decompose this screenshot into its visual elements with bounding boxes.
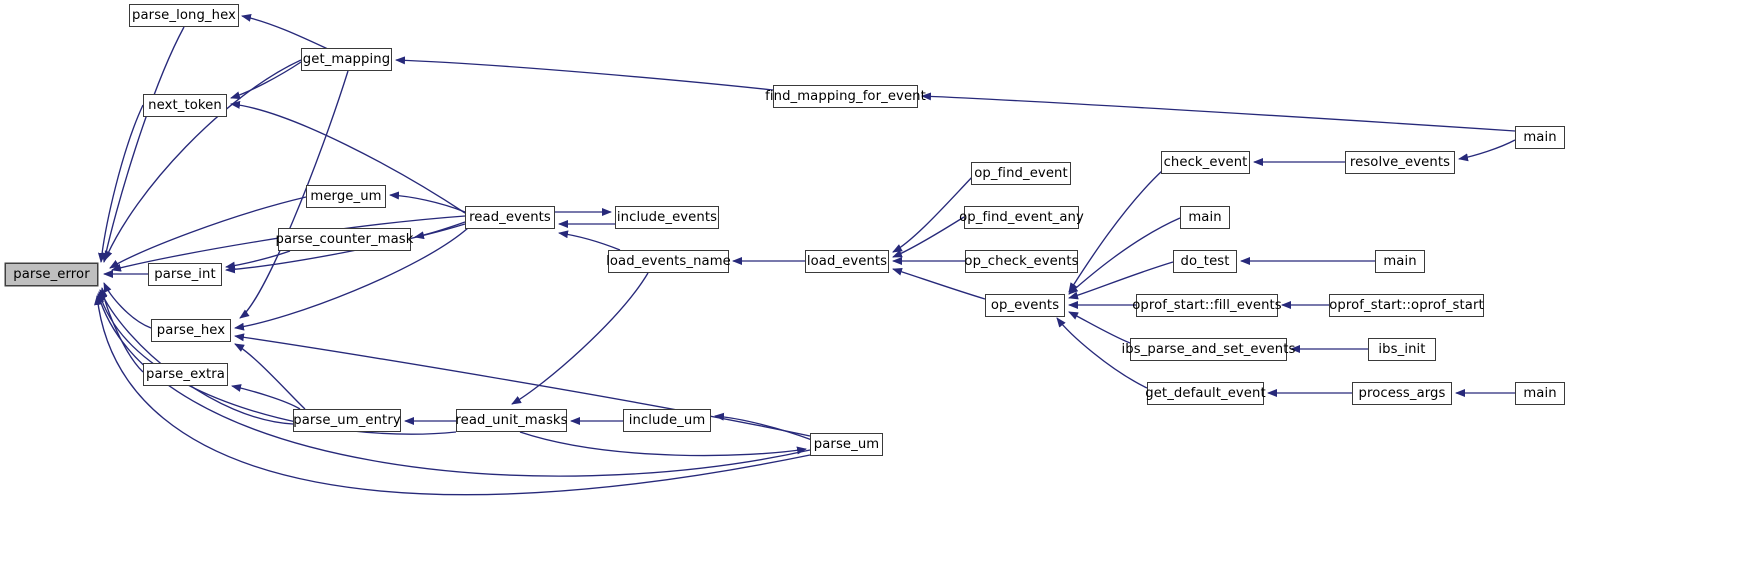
graph-node-include-um[interactable]: include_um: [623, 409, 711, 432]
graph-node-parse-long-hex[interactable]: parse_long_hex: [129, 4, 239, 27]
graph-node-do-test[interactable]: do_test: [1173, 250, 1237, 273]
graph-node-oprof-start-fill-events[interactable]: oprof_start::fill_events: [1132, 294, 1282, 317]
graph-node-parse-extra[interactable]: parse_extra: [143, 363, 228, 386]
graph-node-merge-um[interactable]: merge_um: [306, 185, 386, 208]
graph-node-ibs-parse-and-set-events[interactable]: ibs_parse_and_set_events: [1122, 338, 1295, 361]
graph-node-parse-error[interactable]: parse_error: [5, 263, 98, 286]
graph-node-oprof-start-oprof-start[interactable]: oprof_start::oprof_start: [1329, 294, 1484, 317]
graph-node-read-events[interactable]: read_events: [465, 206, 555, 229]
graph-node-op-find-event[interactable]: op_find_event: [971, 162, 1071, 185]
graph-node-load-events-name[interactable]: load_events_name: [606, 250, 731, 273]
graph-node-get-mapping[interactable]: get_mapping: [301, 48, 392, 71]
graph-node-load-events[interactable]: load_events: [805, 250, 889, 273]
graph-node-read-unit-masks[interactable]: read_unit_masks: [455, 409, 568, 432]
graph-node-parse-um-entry[interactable]: parse_um_entry: [293, 409, 401, 432]
graph-node-main-top[interactable]: main: [1515, 126, 1565, 149]
graph-node-include-events[interactable]: include_events: [615, 206, 719, 229]
graph-node-check-event[interactable]: check_event: [1161, 151, 1250, 174]
graph-node-get-default-event[interactable]: get_default_event: [1145, 382, 1266, 405]
graph-node-parse-hex[interactable]: parse_hex: [151, 319, 231, 342]
edge-group: [94, 13, 1516, 496]
graph-node-find-mapping-for-event[interactable]: find_mapping_for_event: [765, 85, 926, 108]
graph-node-next-token[interactable]: next_token: [143, 94, 227, 117]
graph-node-main-do-test-caller[interactable]: main: [1180, 206, 1230, 229]
graph-node-op-events[interactable]: op_events: [985, 294, 1065, 317]
graph-node-process-args[interactable]: process_args: [1352, 382, 1452, 405]
graph-node-parse-counter-mask[interactable]: parse_counter_mask: [275, 228, 413, 251]
graph-node-main-do-test[interactable]: main: [1375, 250, 1425, 273]
graph-node-op-check-events[interactable]: op_check_events: [964, 250, 1078, 273]
graph-node-parse-um[interactable]: parse_um: [810, 433, 883, 456]
graph-node-op-find-event-any[interactable]: op_find_event_any: [959, 206, 1084, 229]
graph-node-ibs-init[interactable]: ibs_init: [1368, 338, 1436, 361]
graph-node-resolve-events[interactable]: resolve_events: [1345, 151, 1455, 174]
graph-node-main-process-args[interactable]: main: [1515, 382, 1565, 405]
graph-node-parse-int[interactable]: parse_int: [148, 263, 222, 286]
